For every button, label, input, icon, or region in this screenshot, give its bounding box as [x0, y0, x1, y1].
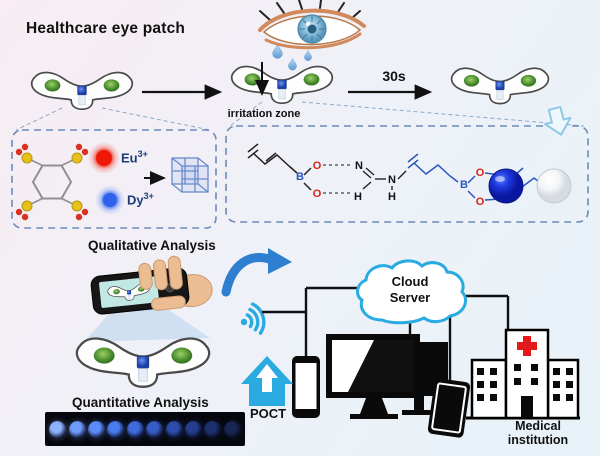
down-arrow-icon: [544, 105, 572, 136]
atom-o: O: [476, 167, 485, 179]
atom-n: N: [388, 174, 396, 186]
atom-h: H: [388, 191, 396, 203]
reagent-panel: [11, 129, 217, 229]
eye-icon: [258, 0, 366, 50]
atom-b: B: [460, 179, 468, 191]
time-label: 30s: [382, 68, 406, 84]
eu-ion-ball: [88, 142, 120, 174]
atom-o: O: [476, 196, 485, 208]
intensity-dot: [126, 420, 144, 438]
crystal-mesh: [171, 157, 209, 193]
eye-patch-2: [230, 65, 334, 105]
desktop-monitors-icon: [326, 334, 448, 419]
cloud-server-label: Cloud Server: [389, 274, 431, 305]
smartphone-capture: [90, 255, 213, 315]
medical-institution-label: Medical institution: [507, 419, 569, 447]
eye-patch-3: [450, 67, 550, 105]
intensity-dot: [146, 420, 164, 438]
water-drop-icon: [288, 58, 297, 71]
water-drop-icon: [272, 44, 283, 59]
intensity-dot: [68, 420, 86, 438]
atom-o: O: [313, 160, 322, 172]
camera-beam: [84, 304, 210, 342]
network-lines: [262, 286, 510, 380]
page-title: Healthcare eye patch: [26, 20, 186, 37]
bottom-eye-patch: [75, 337, 211, 388]
zoom-guides: [15, 101, 585, 131]
intensity-dot: [107, 420, 125, 438]
intensity-dot: [184, 420, 202, 438]
tablet-icon: [427, 378, 471, 438]
intensity-dot: [204, 420, 222, 438]
hospital-icon: [466, 328, 580, 420]
smartphone-icon: [292, 356, 320, 418]
intensity-dot: [87, 420, 105, 438]
atom-b: B: [296, 171, 304, 183]
eu-ion-label: Eu3+: [121, 149, 148, 166]
poct-house-icon: [241, 356, 293, 406]
intensity-dot: [223, 420, 241, 438]
flow-arrow: [221, 248, 292, 297]
wifi-icon: [240, 302, 266, 335]
cloud-server-icon: [356, 259, 467, 325]
intensity-strip: [45, 412, 245, 446]
irritation-zone-label: irritation zone: [227, 108, 301, 120]
eye-patch-1: [30, 71, 134, 111]
water-drop-icon: [304, 50, 312, 61]
dy-ion-label: Dy3+: [127, 191, 154, 208]
atom-o: O: [313, 188, 322, 200]
blue-sensor-disc: [488, 168, 524, 204]
intensity-dot: [49, 420, 67, 438]
reference-disc: [536, 168, 572, 204]
intensity-dot: [165, 420, 183, 438]
dy-ion-ball: [95, 185, 125, 215]
sulfonate-molecule: [15, 143, 89, 221]
qualitative-analysis-label: Qualitative Analysis: [88, 238, 216, 253]
poct-label: POCT: [249, 406, 287, 421]
atom-h: H: [354, 191, 362, 203]
atom-n: N: [355, 160, 363, 172]
fingers: [138, 255, 186, 311]
chemistry-panel: [225, 125, 589, 223]
quantitative-analysis-label: Quantitative Analysis: [72, 395, 209, 410]
